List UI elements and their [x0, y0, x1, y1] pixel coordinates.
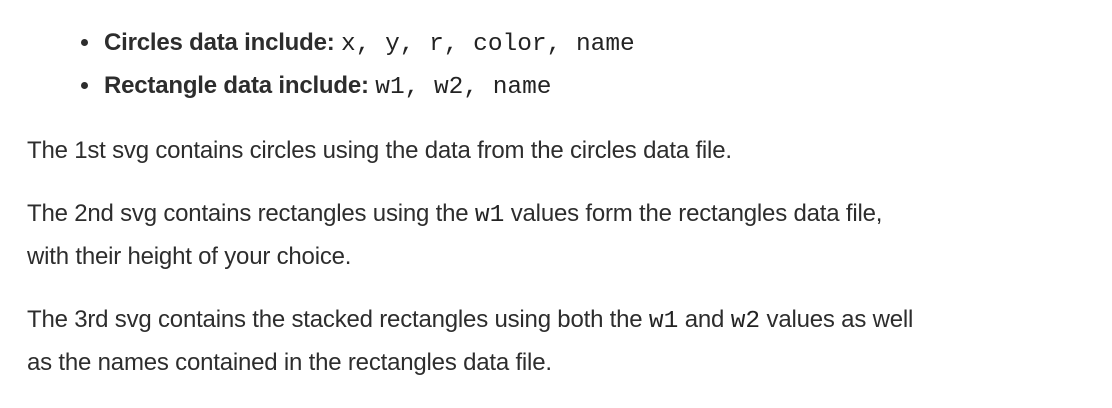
inline-code: w2 — [730, 308, 761, 335]
paragraph-second-svg: The 2nd svg contains rectangles using th… — [27, 200, 883, 270]
list-item-circles-data: Circles data include: x, y, r, color, na… — [102, 22, 1055, 65]
rectangle-data-fields-code: w1, w2, name — [375, 74, 552, 101]
circles-data-label: Circles data include: — [104, 29, 342, 56]
document-body: Circles data include: x, y, r, color, na… — [0, 0, 1085, 383]
list-item-rectangle-data: Rectangle data include: w1, w2, name — [102, 65, 1055, 108]
rectangle-data-label: Rectangle data include: — [104, 72, 376, 99]
data-fields-bullet-list: Circles data include: x, y, r, color, na… — [27, 22, 1055, 108]
inline-code: w1 — [474, 202, 505, 229]
circles-data-fields-code: x, y, r, color, name — [341, 31, 635, 58]
inline-code: w1 — [648, 308, 679, 335]
paragraph-third-svg: The 3rd svg contains the stacked rectang… — [27, 306, 914, 376]
paragraph-first-svg: The 1st svg contains circles using the d… — [27, 137, 732, 164]
